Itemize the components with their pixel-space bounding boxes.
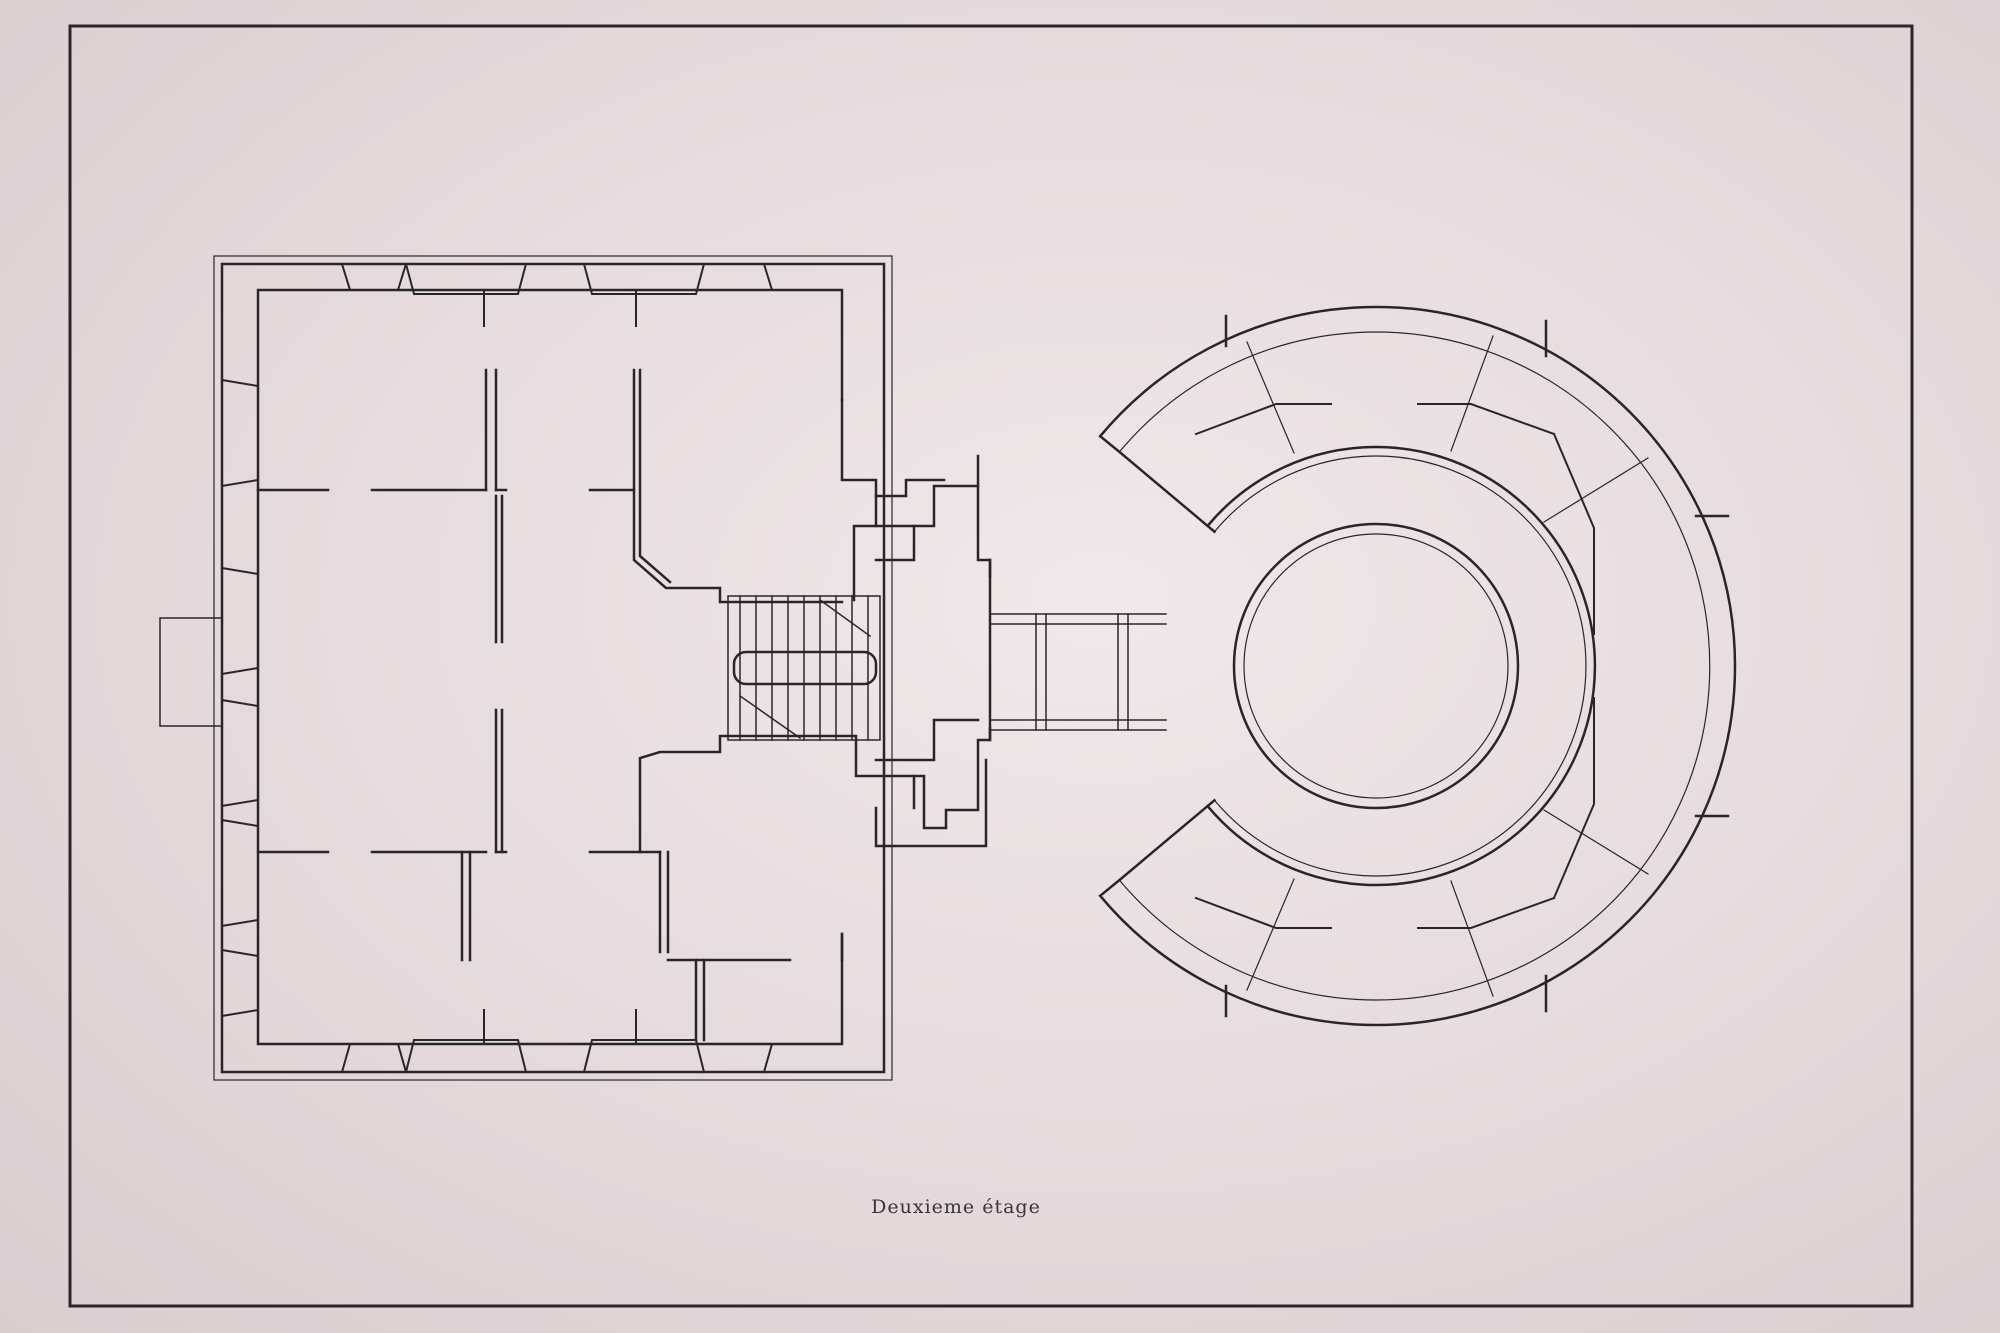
notch-top [1098,434,1217,534]
drawing-caption: Deuxieme étage [871,1196,1041,1218]
connecting-corridor [989,613,1167,731]
inner-wall-inner [1213,455,1587,877]
stair [727,595,881,741]
radial-partitions [1246,335,1649,997]
circular-rotunda [1098,305,1737,1027]
outer-ring-inner-line [1118,331,1711,1001]
rectangular-building [159,255,992,1081]
central-hall [1232,522,1520,810]
inner-alcoves [1194,403,1595,929]
inner-wall-outer [1205,445,1597,887]
drawing-frame [68,24,1914,1308]
ring-piers [1224,314,1730,1018]
notch-bottom [1098,798,1217,898]
outer-ring [1098,305,1737,1027]
